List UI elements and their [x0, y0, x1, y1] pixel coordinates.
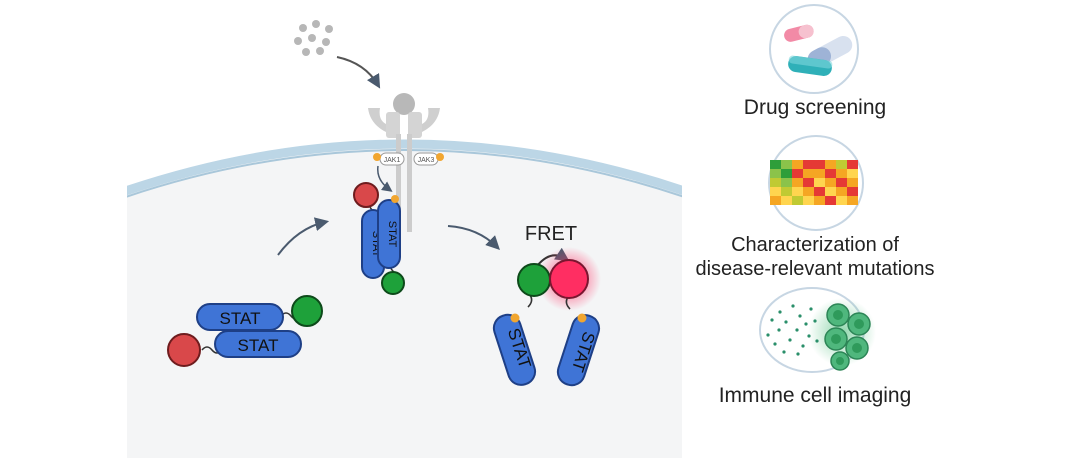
cell: [127, 139, 682, 458]
acceptor-fluorophore: [353, 182, 379, 208]
jak3-label: JAK3: [418, 157, 435, 164]
acceptor-fluorophore-emitting: [549, 259, 589, 299]
phosphorylation-arrow: [377, 165, 393, 192]
recruitment-arrow: [277, 217, 330, 256]
stat-dimer-active: FRET STAT STAT: [492, 223, 601, 387]
capsule-pills-icon: [769, 4, 859, 94]
jak1-kinase: JAK1: [373, 152, 405, 166]
cell-membrane: [127, 139, 682, 196]
jak3-kinase: JAK3: [413, 152, 444, 166]
immune-cells-icon: [759, 287, 876, 373]
stat-protein: [556, 314, 601, 387]
stat-protein: [377, 199, 401, 269]
stat-pair-inactive: STAT STAT: [167, 295, 323, 367]
acceptor-fluorophore: [167, 333, 201, 367]
stat-label: STAT: [238, 336, 279, 355]
donor-fluorophore: [381, 271, 405, 295]
heatmap-grid-icon: [768, 135, 864, 231]
jak1-label: JAK1: [384, 157, 401, 164]
cell-membrane-inner: [127, 149, 682, 198]
cytokine-receptor: [368, 93, 440, 232]
cytokine-dots-icon: [294, 20, 333, 56]
phospho-site: [577, 313, 587, 323]
drug-screening-label: Drug screening: [743, 96, 887, 119]
phospho-site: [373, 153, 381, 161]
phospho-site: [391, 195, 399, 203]
stat-protein: [214, 330, 302, 358]
mutation-characterization-label: Characterization of disease-relevant mut…: [660, 233, 970, 281]
dimerization-arrow: [447, 225, 500, 250]
phospho-site: [436, 153, 444, 161]
fret-label: FRET: [525, 223, 577, 245]
mutation-characterization-line1: Characterization of: [731, 234, 899, 256]
immune-cell-imaging-label: Immune cell imaging: [718, 384, 912, 407]
cytoplasm: [127, 144, 682, 458]
cytokine-binding-arrow: [336, 56, 381, 89]
stat-label: STAT: [386, 221, 398, 248]
stat-pair-recruited: STAT STAT: [353, 182, 405, 295]
stat-label: STAT: [220, 309, 261, 328]
donor-fluorophore: [291, 295, 323, 327]
donor-fluorophore: [517, 263, 551, 297]
phospho-site: [510, 313, 520, 323]
mutation-characterization-line2: disease-relevant mutations: [695, 258, 935, 280]
stat-protein: [492, 313, 537, 386]
